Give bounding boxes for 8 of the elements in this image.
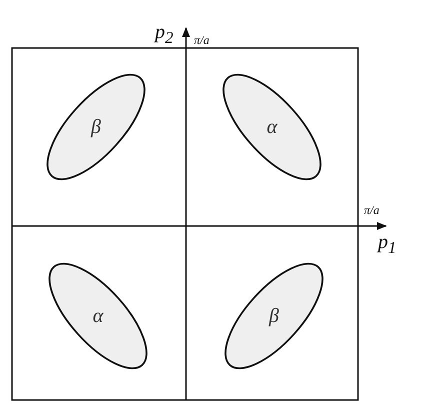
region-label: α	[92, 306, 104, 326]
axis-label: p$_{1}$	[378, 232, 396, 257]
axis-limit-label: π/a	[364, 204, 380, 216]
region-label: α	[266, 117, 278, 137]
axis-label: p$_{2}$	[155, 22, 174, 47]
region-label: β	[91, 117, 101, 137]
region-label: β	[269, 306, 279, 326]
axis-limit-label: π/a	[194, 34, 210, 46]
